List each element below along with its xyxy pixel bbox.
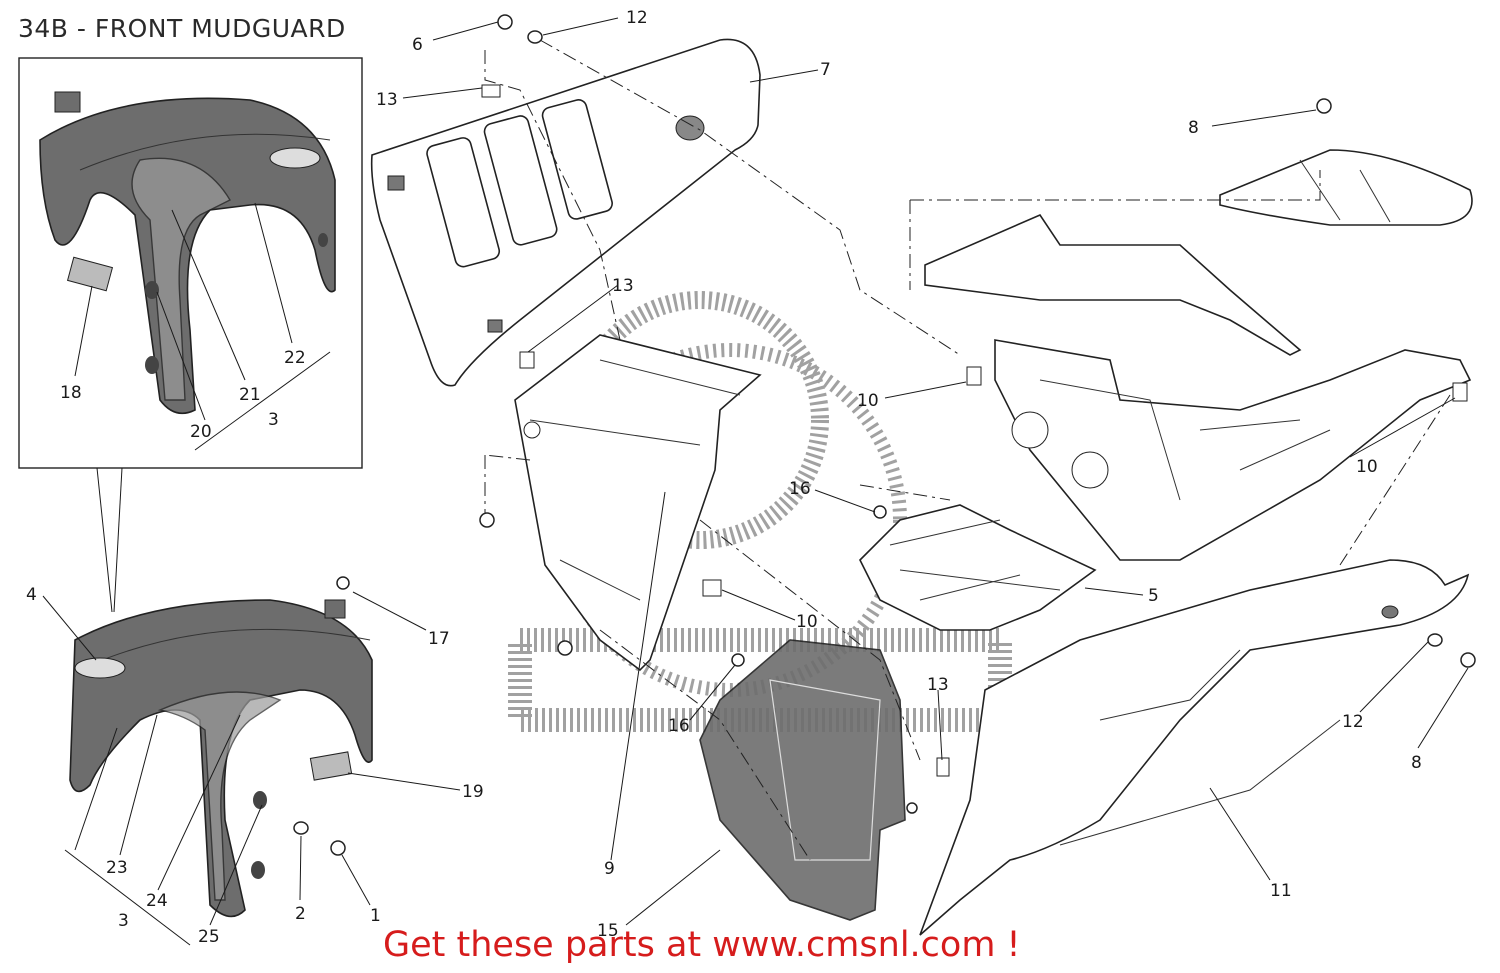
callout-leaders [42, 17, 1469, 946]
part-frame-tray [924, 213, 1472, 561]
callout-12-top: 12 [626, 8, 648, 28]
callout-8-top: 8 [1188, 118, 1199, 138]
part-15-mesh-panel [699, 639, 906, 921]
callout-6: 6 [412, 35, 423, 55]
callout-13-mid: 13 [612, 276, 634, 296]
part-11-lower-fairing [919, 559, 1470, 936]
callout-3-inset: 3 [268, 410, 279, 430]
part-5-plate [859, 504, 1097, 631]
mudguard-main [69, 599, 373, 918]
promo-link-text[interactable]: Get these parts at www.cmsnl.com ! [383, 925, 1021, 965]
callout-5: 5 [1148, 586, 1159, 606]
part-top-right-cover [1219, 149, 1473, 226]
callout-labels: 1 2 3 3 4 5 6 7 8 8 9 10 10 10 11 12 12 … [26, 8, 1422, 947]
callout-24: 24 [146, 891, 168, 911]
part-9-inner-frame [514, 334, 762, 672]
callout-10-mid: 10 [796, 612, 818, 632]
callout-21: 21 [239, 385, 261, 405]
callout-7: 7 [820, 60, 831, 80]
inset-frame [18, 57, 363, 469]
callout-16-top: 16 [789, 479, 811, 499]
assembly-guide-lines [484, 39, 1451, 861]
callout-20: 20 [190, 422, 212, 442]
callout-12-bottom: 12 [1342, 712, 1364, 732]
callout-25: 25 [198, 927, 220, 947]
callout-1: 1 [370, 906, 381, 926]
mudguard-inset [39, 91, 336, 415]
callout-13-bottom: 13 [927, 675, 949, 695]
callout-22: 22 [284, 348, 306, 368]
callout-10-left: 10 [857, 391, 879, 411]
callout-13-top: 13 [376, 90, 398, 110]
callout-17: 17 [428, 629, 450, 649]
callout-9: 9 [604, 859, 615, 879]
callout-4: 4 [26, 585, 37, 605]
callout-15: 15 [597, 921, 619, 941]
callout-10-right: 10 [1356, 457, 1378, 477]
callout-8-bottom: 8 [1411, 753, 1422, 773]
callout-3-main: 3 [118, 911, 129, 931]
callout-18: 18 [60, 383, 82, 403]
hardware-fasteners [293, 14, 1476, 856]
callout-2: 2 [295, 904, 306, 924]
callout-11: 11 [1270, 881, 1292, 901]
callout-19: 19 [462, 782, 484, 802]
callout-23: 23 [106, 858, 128, 878]
callout-16-bottom: 16 [668, 716, 690, 736]
part-7-upper-panel [370, 38, 761, 387]
page-title: 34B - FRONT MUDGUARD [18, 14, 346, 43]
